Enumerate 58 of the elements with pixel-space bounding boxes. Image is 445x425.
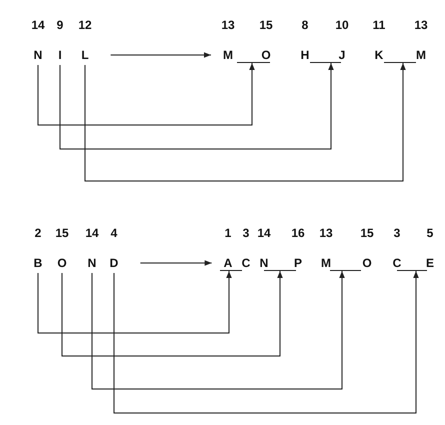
arrow [38,270,232,334]
number-label: 14 [31,18,45,32]
blank-line [397,270,427,271]
letter: M [416,48,426,62]
letter: N [260,256,268,270]
number-label: 16 [291,226,305,240]
letter: B [34,256,42,270]
letter: P [294,256,302,270]
number-label: 3 [242,226,250,240]
letter: L [81,48,89,62]
number-label: 13 [414,18,428,32]
letter: C [242,256,250,270]
number-label: 13 [319,226,333,240]
letter: I [58,48,62,62]
arrow [110,52,212,58]
letter: C [392,256,402,270]
number-label: 4 [110,226,118,240]
arrow [84,62,406,182]
number-label: 15 [55,226,69,240]
arrow [62,270,283,356]
blank-line [264,270,296,271]
number-label: 15 [360,226,374,240]
blank-line [220,270,242,271]
number-label: 5 [426,226,434,240]
blank-line [384,62,416,63]
number-label: 12 [78,18,92,32]
number-label: 15 [259,18,273,32]
number-label: 2 [34,226,42,240]
number-label: 14 [85,226,99,240]
blank-line [237,62,270,63]
letter: D [110,256,118,270]
blank-line [310,62,341,63]
arrow [92,270,345,390]
letter: A [224,256,232,270]
number-label: 8 [302,18,308,32]
number-label: 13 [221,18,235,32]
number-label: 14 [257,226,271,240]
arrow [38,62,255,126]
arrow [60,62,334,150]
letter: O [261,48,271,62]
letter: O [57,256,67,270]
letter: H [300,48,310,62]
letter: N [34,48,42,62]
letter: N [88,256,96,270]
letter: M [321,256,331,270]
letter: M [223,48,233,62]
blank-line [330,270,361,271]
arrow [114,270,419,414]
letter: O [362,256,372,270]
number-label: 10 [335,18,349,32]
arrow [140,260,212,266]
letter: E [426,256,434,270]
letter: K [374,48,384,62]
number-label: 3 [394,226,400,240]
number-label: 1 [224,226,232,240]
number-label: 9 [56,18,64,32]
letter: J [338,48,346,62]
number-label: 11 [372,18,386,32]
